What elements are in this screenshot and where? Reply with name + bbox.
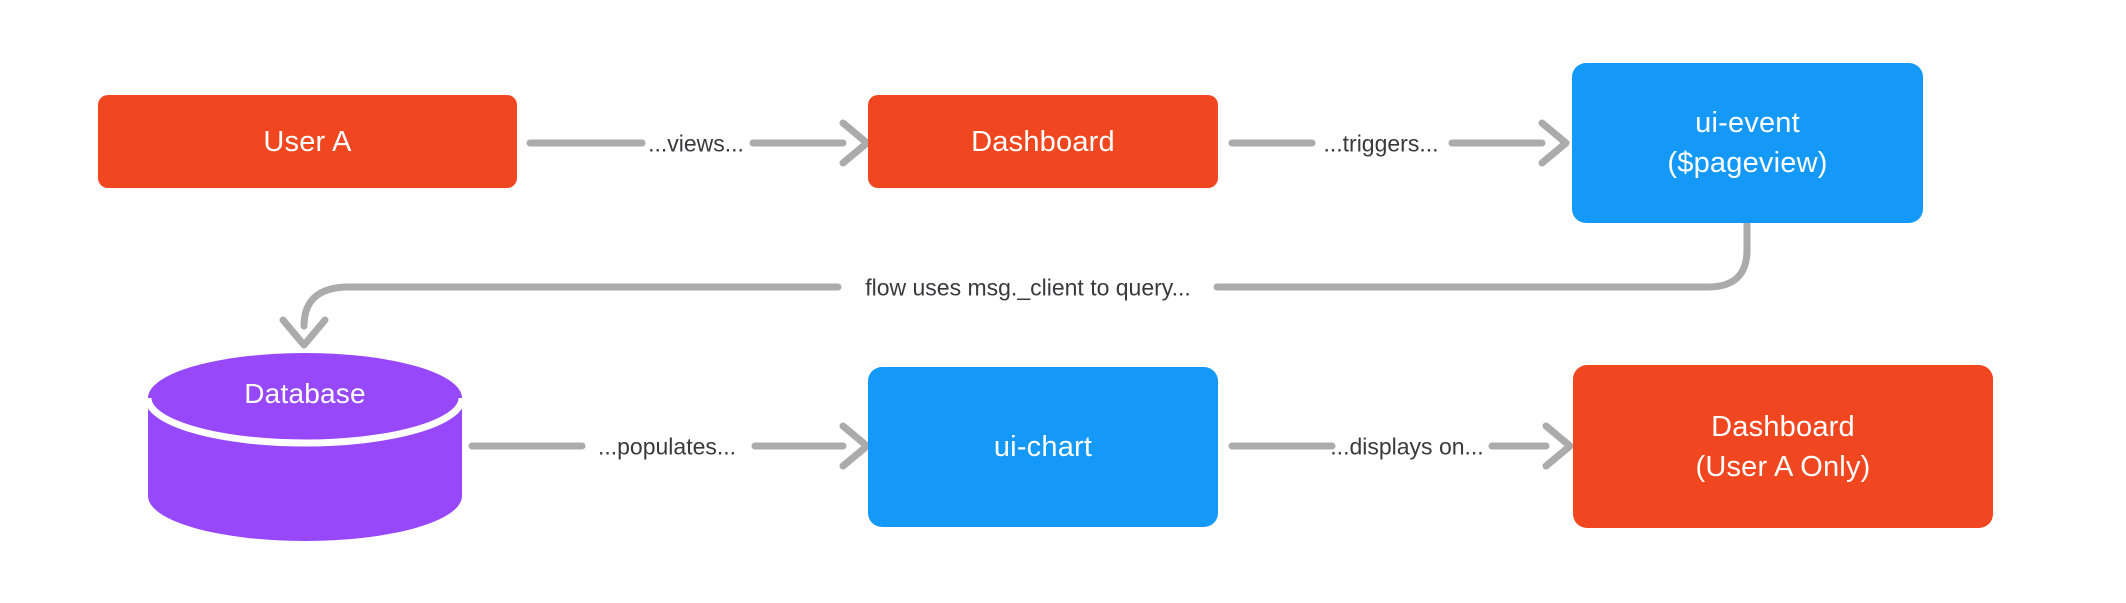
edge-label-triggers: ...triggers...: [1323, 130, 1439, 157]
arrow-displays-arrowhead-icon: [1542, 422, 1574, 470]
edge-label-views: ...views...: [648, 130, 744, 157]
node-dashboard-user-a-label-line1: Dashboard: [1711, 410, 1855, 443]
arrow-populates-arrowhead-icon: [839, 422, 871, 470]
arrow-query-segment-right: [1213, 219, 1751, 291]
node-ui-event-label-line1: ui-event: [1695, 107, 1800, 139]
edge-label-displays-on: ...displays on...: [1330, 433, 1484, 460]
arrow-views-arrowhead-icon: [839, 119, 871, 167]
node-user-a: User A: [98, 95, 517, 188]
database-cylinder-separator: [144, 397, 466, 447]
edge-label-query: flow uses msg._client to query...: [865, 274, 1191, 301]
edge-label-populates: ...populates...: [597, 433, 737, 460]
node-ui-chart-label: ui-chart: [993, 431, 1093, 463]
node-ui-event: ui-event ($pageview): [1572, 63, 1923, 223]
database-cylinder-body: [148, 398, 462, 541]
database-cylinder-top: [148, 353, 462, 443]
arrow-query-segment-left: [300, 283, 842, 330]
node-ui-event-label-line2: ($pageview): [1667, 147, 1828, 179]
node-dashboard-user-a-label-line2: (User A Only): [1695, 450, 1871, 483]
node-dashboard-user-a-only: Dashboard (User A Only): [1573, 365, 1993, 528]
node-user-a-label: User A: [263, 125, 352, 158]
node-dashboard-label: Dashboard: [971, 125, 1115, 158]
node-ui-chart: ui-chart: [868, 367, 1218, 527]
node-dashboard: Dashboard: [868, 95, 1218, 188]
node-database-label: Database: [244, 378, 366, 409]
arrow-query-arrowhead-icon: [279, 316, 329, 349]
arrow-triggers-arrowhead-icon: [1538, 119, 1570, 167]
